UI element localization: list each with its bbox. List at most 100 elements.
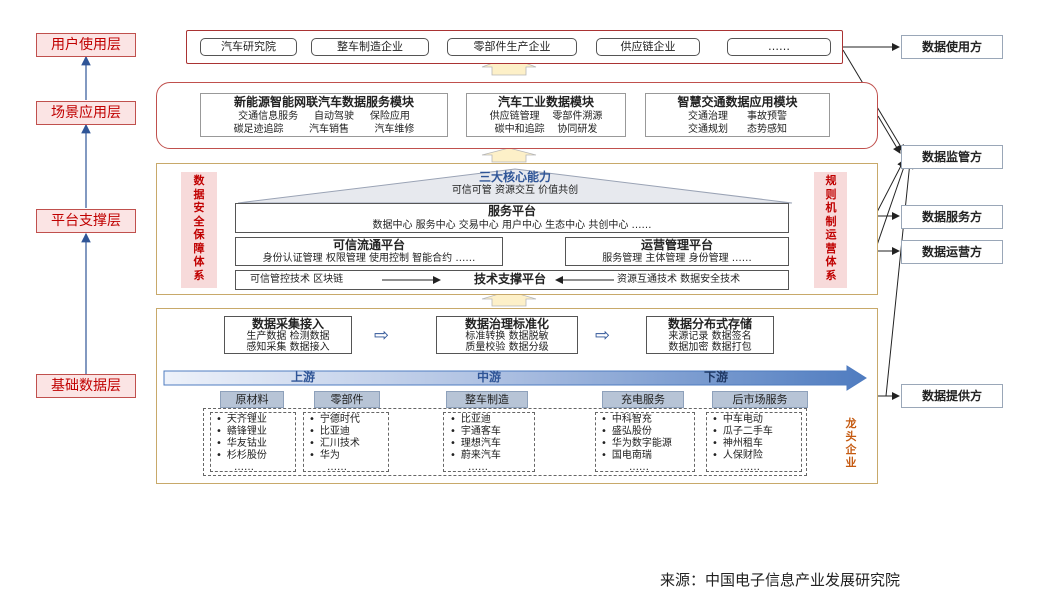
- module-item: 供应链管理: [489, 111, 540, 122]
- company-list-5: 中车电动 瓜子二手车 神州租车 人保财险 ……: [712, 414, 773, 474]
- module-row: 交通治理 事故预警: [646, 110, 829, 123]
- chain-tab-charging: 充电服务: [602, 391, 684, 408]
- list-item: 汇川技术: [309, 438, 360, 450]
- up-arrow-3: [481, 290, 537, 307]
- up-arrow-2: [481, 147, 537, 163]
- module-title: 汽车工业数据模块: [497, 95, 594, 109]
- output-data-operator: 数据运营方: [901, 240, 1003, 264]
- base-box-title: 数据分布式存储: [667, 317, 752, 331]
- module-item: 协同研发: [557, 124, 598, 135]
- service-platform-title: 服务平台: [487, 204, 536, 218]
- user-box-3: 零部件生产企业: [447, 38, 577, 56]
- module-title: 新能源智能网联汽车数据服务模块: [233, 95, 414, 109]
- base-box-line: 来源记录 数据签名: [668, 331, 752, 342]
- module-item: 汽车维修: [374, 124, 415, 135]
- ops-platform-box: 运营管理平台 服务管理 主体管理 身份管理 ……: [565, 237, 789, 266]
- source-caption: 来源：中国电子信息产业发展研究院: [660, 571, 901, 589]
- user-box-2: 整车制造企业: [311, 38, 429, 56]
- list-item: 宇通客车: [450, 426, 501, 438]
- list-item: 天齐锂业: [216, 414, 267, 426]
- ops-platform-title: 运营管理平台: [640, 238, 713, 252]
- layer-label-platform: 平台支撑层: [36, 209, 136, 233]
- module-row: 交通规划 态势感知: [646, 123, 829, 136]
- list-item: ……: [468, 462, 488, 473]
- company-list-4: 中科智充 盛弘股份 华为数字能源 国电南瑞 ……: [601, 414, 672, 474]
- user-box-5: ……: [727, 38, 831, 56]
- list-item: 华为: [309, 450, 360, 462]
- module-item: 自动驾驶: [314, 111, 354, 122]
- user-layer-panel: [186, 30, 843, 64]
- chain-tab-parts: 零部件: [314, 391, 380, 408]
- base-box-title: 数据治理标准化: [464, 317, 549, 331]
- company-list-3: 比亚迪 宇通客车 理想汽车 蔚来汽车 ……: [450, 414, 501, 474]
- list-item: 中科智充: [601, 414, 672, 426]
- arrow-sup-5: [885, 161, 914, 397]
- list-item: 华为数字能源: [601, 438, 672, 450]
- layer-label-scene: 场景应用层: [36, 101, 136, 125]
- flow-arrow-2: ⇨: [595, 325, 611, 346]
- trust-platform-items: 身份认证管理 权限管理 使用控制 智能合约 ……: [262, 253, 476, 264]
- output-data-provider: 数据提供方: [901, 384, 1003, 408]
- service-platform-box: 服务平台 数据中心 服务中心 交易中心 用户中心 生态中心 共创中心 ……: [235, 203, 789, 233]
- base-box-line: 生产数据 检测数据: [246, 331, 330, 342]
- rules-system-column: [814, 172, 847, 288]
- list-item: 赣锋锂业: [216, 426, 267, 438]
- output-data-service: 数据服务方: [901, 205, 1003, 229]
- chain-tab-raw-material: 原材料: [220, 391, 284, 408]
- list-item: 理想汽车: [450, 438, 501, 450]
- security-system-label: 数据安全保障体系: [193, 174, 205, 282]
- module-row: 碳足迹追踪 汽车销售 汽车维修: [201, 123, 447, 136]
- module-row: 交通信息服务 自动驾驶 保险应用: [201, 110, 447, 123]
- stream-upstream: 上游: [291, 370, 316, 384]
- tech-platform-box: [235, 270, 789, 290]
- module-box-1: 新能源智能网联汽车数据服务模块 交通信息服务 自动驾驶 保险应用 碳足迹追踪 汽…: [200, 93, 448, 137]
- tech-right-items: 资源互通技术 数据安全技术: [617, 274, 741, 285]
- module-box-2: 汽车工业数据模块 供应链管理 零部件溯源 碳中和追踪 协同研发: [466, 93, 626, 137]
- module-item: 交通治理: [687, 111, 728, 122]
- list-item: 国电南瑞: [601, 450, 672, 462]
- layer-label-base: 基础数据层: [36, 374, 136, 398]
- base-box-line: 数据加密 数据打包: [668, 342, 752, 353]
- module-row: 碳中和追踪 协同研发: [467, 123, 625, 136]
- base-box-1: 数据采集接入 生产数据 检测数据 感知采集 数据接入: [224, 316, 352, 354]
- rules-system-label: 规则机制运营体系: [825, 174, 837, 282]
- stream-midstream: 中游: [477, 370, 502, 384]
- base-box-line: 感知采集 数据接入: [246, 342, 330, 353]
- tech-arrows: [382, 276, 614, 284]
- layer-label-user: 用户使用层: [36, 33, 136, 57]
- user-box-4: 供应链企业: [596, 38, 700, 56]
- list-item: 蔚来汽车: [450, 450, 501, 462]
- module-item: 碳足迹追踪: [233, 124, 284, 135]
- tech-platform-title: 技术支撑平台: [473, 272, 546, 286]
- base-box-title: 数据采集接入: [251, 317, 324, 331]
- list-item: 杉杉股份: [216, 450, 267, 462]
- user-box-1: 汽车研究院: [200, 38, 297, 56]
- list-item: ……: [327, 462, 347, 473]
- list-item: ……: [629, 462, 649, 473]
- tech-left-items: 可信管控技术 区块链: [250, 274, 344, 285]
- output-data-user: 数据使用方: [901, 35, 1003, 59]
- module-item: 汽车销售: [309, 124, 349, 135]
- list-item: 神州租车: [712, 438, 773, 450]
- value-chain-arrow: [163, 365, 867, 391]
- module-row: 供应链管理 零部件溯源: [467, 110, 625, 123]
- list-item: 人保财险: [712, 450, 773, 462]
- list-item: ……: [740, 462, 760, 473]
- trust-platform-title: 可信流通平台: [332, 238, 405, 252]
- chain-tab-vehicle: 整车制造: [446, 391, 528, 408]
- leader-enterprise-label: 龙头企业: [845, 417, 857, 469]
- module-item: 零部件溯源: [552, 111, 603, 122]
- base-box-3: 数据分布式存储 来源记录 数据签名 数据加密 数据打包: [646, 316, 774, 354]
- arrow-sup-4: [874, 160, 908, 252]
- module-item: 态势感知: [747, 124, 788, 135]
- trust-platform-box: 可信流通平台 身份认证管理 权限管理 使用控制 智能合约 ……: [235, 237, 503, 266]
- module-title: 智慧交通数据应用模块: [677, 95, 798, 109]
- arrow-sup-3: [874, 159, 905, 217]
- list-item: 比亚迪: [309, 426, 360, 438]
- list-item: 宁德时代: [309, 414, 360, 426]
- list-item: 瓜子二手车: [712, 426, 773, 438]
- module-item: 碳中和追踪: [494, 124, 545, 135]
- stream-downstream: 下游: [704, 370, 729, 384]
- security-system-column: [181, 172, 217, 288]
- company-list-2: 宁德时代 比亚迪 汇川技术 华为 ……: [309, 414, 360, 474]
